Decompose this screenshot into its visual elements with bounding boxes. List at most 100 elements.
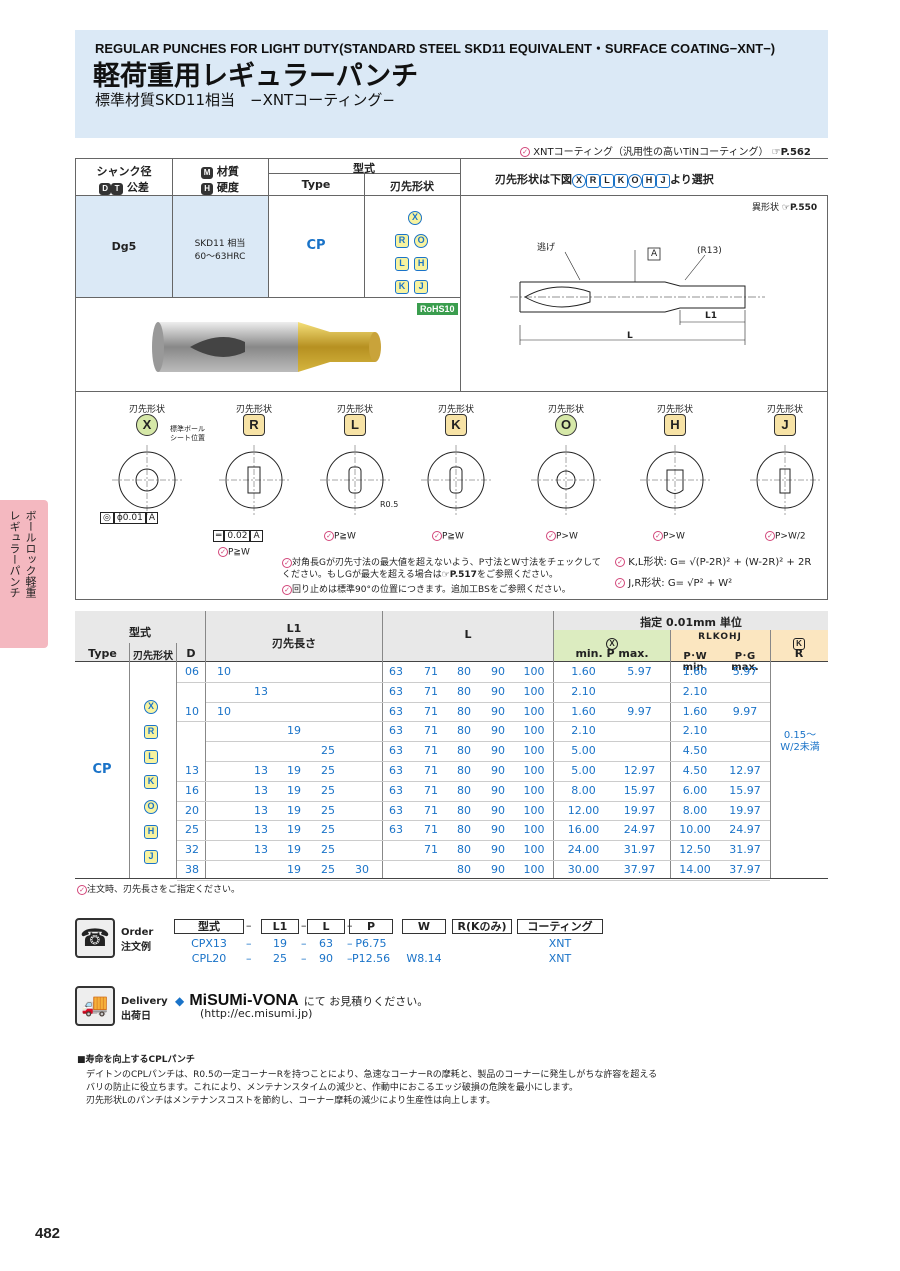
row-l1: 19 bbox=[287, 863, 301, 876]
row-l: 71 bbox=[424, 724, 438, 738]
row-l1: 25 bbox=[321, 803, 335, 817]
th-tip: 刃先形状 bbox=[133, 651, 173, 662]
row-xmax: 12.97 bbox=[623, 764, 656, 777]
tip-shape-badge-k[interactable]: K bbox=[445, 414, 467, 436]
l-dim-label: L bbox=[627, 331, 633, 341]
row-tip-k: K bbox=[144, 775, 158, 789]
col-material: M 材質 H 硬度 bbox=[172, 163, 268, 195]
tip-shape-badge-l[interactable]: L bbox=[344, 414, 366, 436]
type-value: CP bbox=[306, 238, 326, 253]
row-l: 63 bbox=[389, 783, 403, 797]
tip-x-badge[interactable]: X bbox=[408, 211, 422, 225]
order-dash: – bbox=[301, 952, 307, 965]
row-pwmin: 2.10 bbox=[682, 684, 708, 698]
order-dash: – bbox=[246, 937, 252, 950]
row-d: 13 bbox=[185, 764, 199, 777]
cpl-title: ■寿命を向上するCPLパンチ bbox=[77, 1055, 195, 1065]
table-bottom-rule bbox=[75, 878, 828, 879]
row-l1: 19 bbox=[287, 803, 301, 817]
formula-kl: ✓ K,L形状: G= √(P-2R)² + (W-2R)² + 2R bbox=[615, 553, 811, 568]
tip-h-badge[interactable]: H bbox=[414, 257, 429, 271]
side-tab-line2: レギュラーパンチ bbox=[8, 510, 21, 598]
tip-options: X R O L H K J bbox=[395, 205, 435, 294]
irregular-ref[interactable]: 異形状 ☞P.550 bbox=[752, 203, 818, 213]
tip-r-badge[interactable]: R bbox=[395, 234, 409, 248]
order-example-cell: 19 bbox=[273, 937, 287, 950]
row-xmax: 15.97 bbox=[623, 783, 656, 797]
row-rule bbox=[206, 741, 770, 743]
row-l: 71 bbox=[424, 764, 438, 777]
row-l: 63 bbox=[389, 704, 403, 718]
tip-shape-badge-h[interactable]: H bbox=[664, 414, 686, 436]
tip-shape-badge-j[interactable]: J bbox=[774, 414, 796, 436]
material-value: SKD11 相当 60〜63HRC bbox=[194, 239, 246, 262]
row-l: 100 bbox=[523, 843, 545, 857]
row-l1: 19 bbox=[287, 764, 301, 777]
order-dash: – bbox=[347, 952, 353, 965]
row-pgmax: 12.97 bbox=[729, 764, 761, 777]
row-l: 63 bbox=[389, 684, 403, 698]
row-l: 90 bbox=[491, 843, 505, 857]
row-xmin: 5.00 bbox=[571, 744, 596, 758]
tip-badge-wrap: O bbox=[555, 414, 577, 436]
th-pgmax: P･G max. bbox=[731, 651, 759, 673]
english-title: REGULAR PUNCHES FOR LIGHT DUTY(STANDARD … bbox=[95, 41, 776, 56]
row-l: 80 bbox=[457, 823, 471, 837]
row-l: 80 bbox=[457, 724, 471, 738]
order-header-cell: L bbox=[307, 919, 345, 934]
row-l: 90 bbox=[491, 803, 505, 817]
row-l: 63 bbox=[389, 803, 403, 817]
side-tab-line1: ボールロック軽重 bbox=[24, 510, 37, 598]
x-ball-note: 標準ボールシート位置 bbox=[170, 425, 205, 442]
col-sep bbox=[670, 630, 671, 878]
row-rule bbox=[177, 681, 770, 683]
side-tab[interactable]: ボールロック軽重 レギュラーパンチ bbox=[0, 500, 48, 648]
order-example-cell: CPL20 bbox=[191, 952, 227, 965]
brand-name[interactable]: MiSUMi-VONA bbox=[189, 992, 299, 1009]
row-l: 71 bbox=[424, 684, 438, 698]
tip-label: 刃先形状 bbox=[547, 405, 584, 415]
tip-o-badge[interactable]: O bbox=[414, 234, 429, 248]
row-pgmax: 19.97 bbox=[729, 803, 761, 817]
tip-shape-badge-o[interactable]: O bbox=[555, 414, 577, 436]
row-xmax: 19.97 bbox=[623, 803, 656, 817]
row-pwmin: 10.00 bbox=[679, 823, 711, 837]
row-l1: 25 bbox=[321, 823, 335, 837]
tip-k-badge[interactable]: K bbox=[395, 280, 409, 294]
order-example-cell: XNT bbox=[548, 952, 572, 965]
row-xmin: 2.10 bbox=[571, 724, 596, 738]
misumi-url[interactable]: (http://ec.misumi.jp) bbox=[200, 1007, 313, 1020]
tip-shape-badge-x[interactable]: X bbox=[136, 414, 158, 436]
tip-badge-wrap: J bbox=[774, 414, 796, 436]
row-l: 100 bbox=[523, 704, 545, 718]
row-d: 25 bbox=[185, 823, 199, 837]
row-l: 90 bbox=[491, 684, 505, 698]
row-l: 63 bbox=[389, 724, 403, 738]
row-xmin: 12.00 bbox=[567, 803, 600, 817]
row-pgmax: 15.97 bbox=[729, 783, 761, 797]
row-l: 90 bbox=[491, 863, 505, 876]
row-xmin: 5.00 bbox=[571, 764, 596, 777]
row-l1: 25 bbox=[321, 764, 335, 777]
tip-shape-l-drawing bbox=[320, 445, 390, 515]
order-header-cell: コーティング bbox=[517, 919, 603, 934]
row-l: 90 bbox=[491, 665, 505, 678]
divider bbox=[76, 195, 828, 196]
tip-j-badge[interactable]: J bbox=[414, 280, 429, 294]
tip-badge-wrap: H bbox=[664, 414, 686, 436]
row-pwmin: 1.60 bbox=[682, 704, 708, 718]
order-example-cell: W8.14 bbox=[406, 952, 442, 965]
th-type: Type bbox=[88, 647, 117, 660]
tip-l-badge[interactable]: L bbox=[395, 257, 409, 271]
tip-shape-badge-r[interactable]: R bbox=[243, 414, 265, 436]
row-tip-j: J bbox=[144, 850, 158, 864]
order-example-cell: CPX13 bbox=[191, 937, 227, 950]
order-dash: – bbox=[301, 919, 307, 932]
row-tip-h: H bbox=[144, 825, 158, 839]
row-pwmin: 14.00 bbox=[679, 863, 711, 876]
col-sep bbox=[553, 611, 554, 878]
l1-dim-label: L1 bbox=[705, 311, 717, 321]
coating-ref[interactable]: P.562 bbox=[780, 147, 811, 158]
